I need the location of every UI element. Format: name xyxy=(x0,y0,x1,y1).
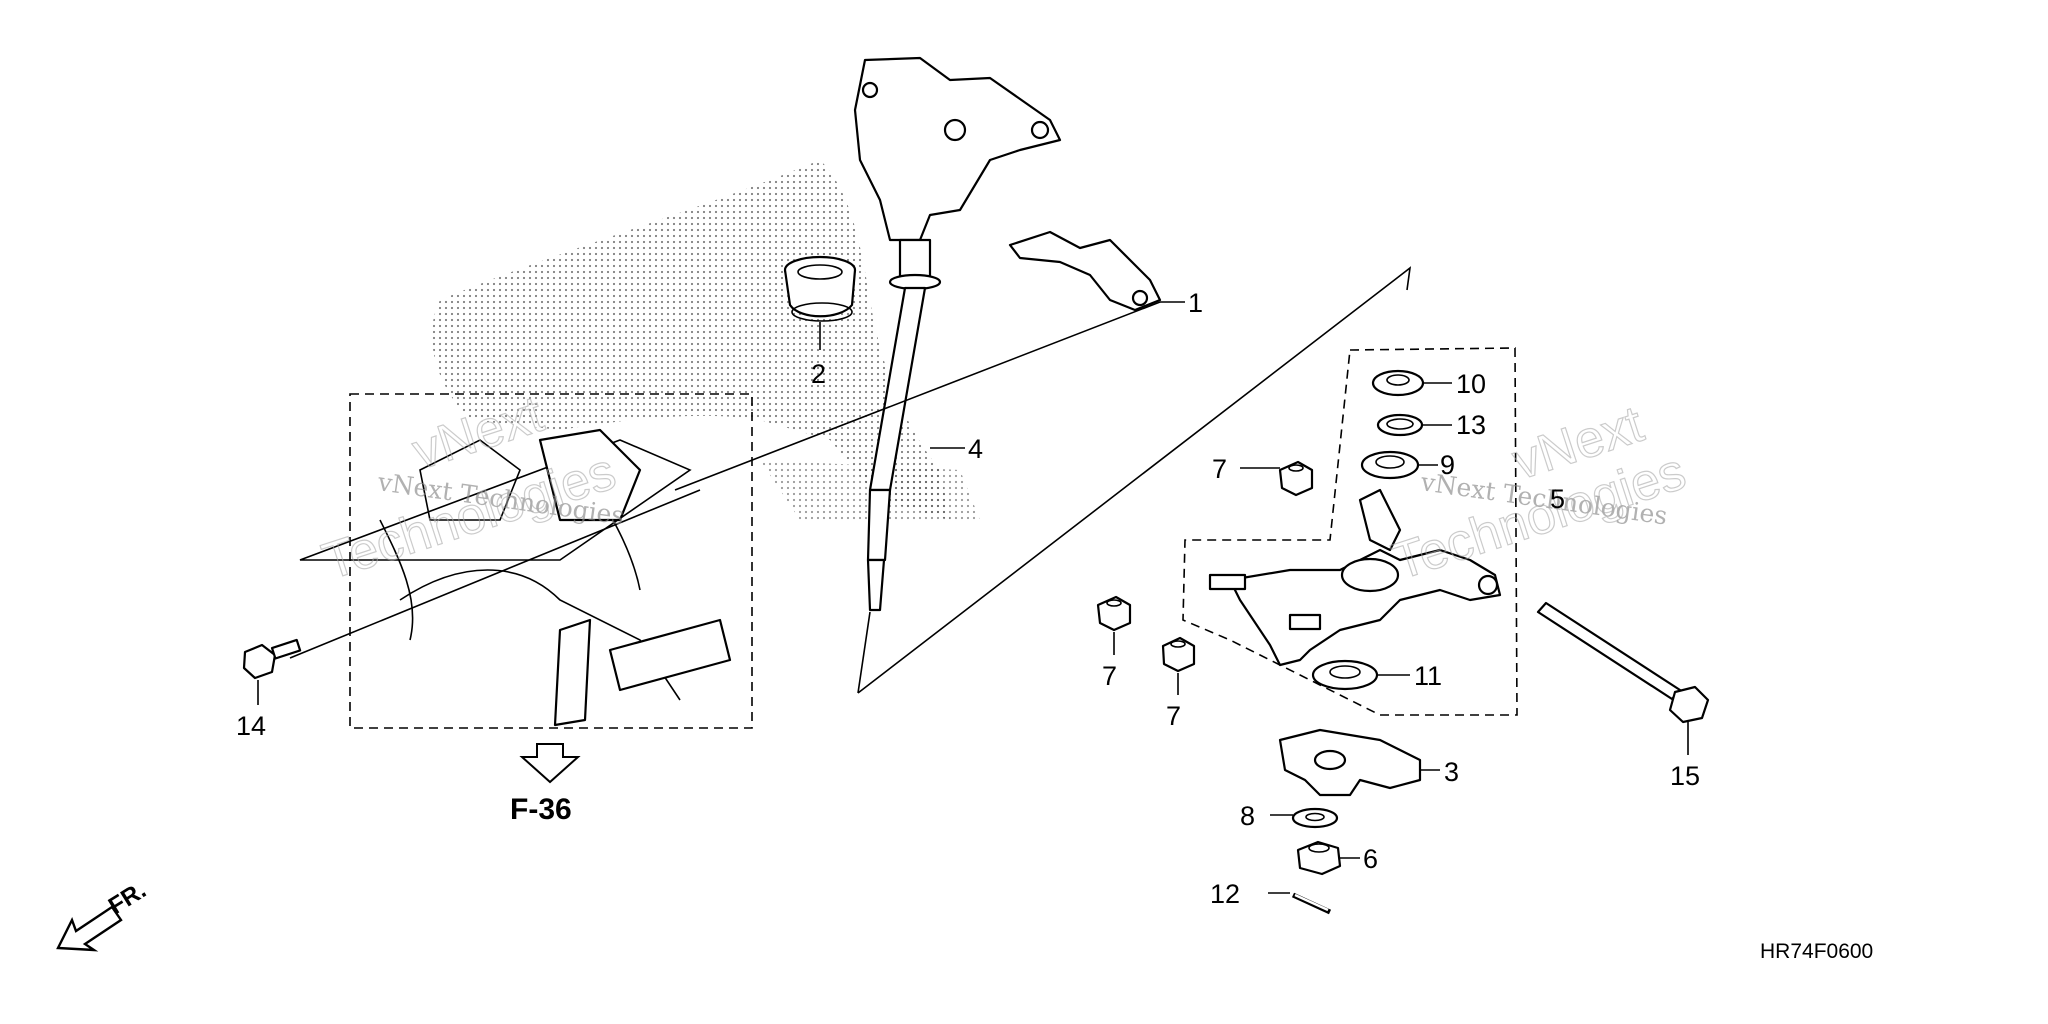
callout-7b: 7 xyxy=(1102,661,1117,691)
callout-3: 3 xyxy=(1444,757,1459,787)
callout-7c: 7 xyxy=(1166,701,1181,731)
washer-8 xyxy=(1291,807,1339,829)
callouts: 1 2 3 4 5 6 7 7 7 8 9 10 11 12 13 14 15 xyxy=(236,288,1700,909)
seal-11 xyxy=(1311,659,1379,691)
hollow-arrow-down-icon xyxy=(519,743,581,784)
callout-5: 5 xyxy=(1550,484,1565,514)
pivot-arm xyxy=(1208,488,1502,667)
callout-4: 4 xyxy=(968,434,983,464)
callout-6: 6 xyxy=(1363,844,1378,874)
grommet xyxy=(783,255,857,322)
nut-7b xyxy=(1096,595,1132,632)
callout-1: 1 xyxy=(1188,288,1203,318)
clamp-bracket xyxy=(1008,230,1162,312)
callout-10: 10 xyxy=(1456,369,1486,399)
frame-inset xyxy=(299,393,753,729)
bolt-15 xyxy=(1536,601,1710,724)
nut-7c xyxy=(1161,636,1196,673)
steering-shaft xyxy=(853,56,1062,612)
assembly-leader xyxy=(857,266,1518,716)
reference-link[interactable]: F-36 xyxy=(510,743,581,826)
callout-7a: 7 xyxy=(1212,454,1227,484)
callout-13: 13 xyxy=(1456,410,1486,440)
washer-13 xyxy=(1376,413,1424,437)
callout-15: 15 xyxy=(1670,761,1700,791)
diagram-code: HR74F0600 xyxy=(1760,940,1873,963)
callout-14: 14 xyxy=(236,711,266,741)
nut-7a xyxy=(1278,460,1314,497)
seal-10 xyxy=(1371,369,1425,397)
callout-11: 11 xyxy=(1414,661,1442,691)
callout-8: 8 xyxy=(1240,801,1255,831)
callout-9: 9 xyxy=(1440,450,1455,480)
arrow-down-left-icon xyxy=(56,905,123,952)
leader-lines xyxy=(257,301,1689,894)
reference-section-label[interactable]: F-36 xyxy=(510,793,572,826)
bearing-9 xyxy=(1360,450,1420,480)
bracket-3 xyxy=(1278,728,1422,797)
cotter-pin-12 xyxy=(1291,892,1332,915)
direction-indicator: FR. xyxy=(56,877,151,952)
callout-12: 12 xyxy=(1210,879,1240,909)
callout-2: 2 xyxy=(811,359,826,389)
bolt-14 xyxy=(242,638,302,680)
castle-nut-6 xyxy=(1296,840,1342,876)
